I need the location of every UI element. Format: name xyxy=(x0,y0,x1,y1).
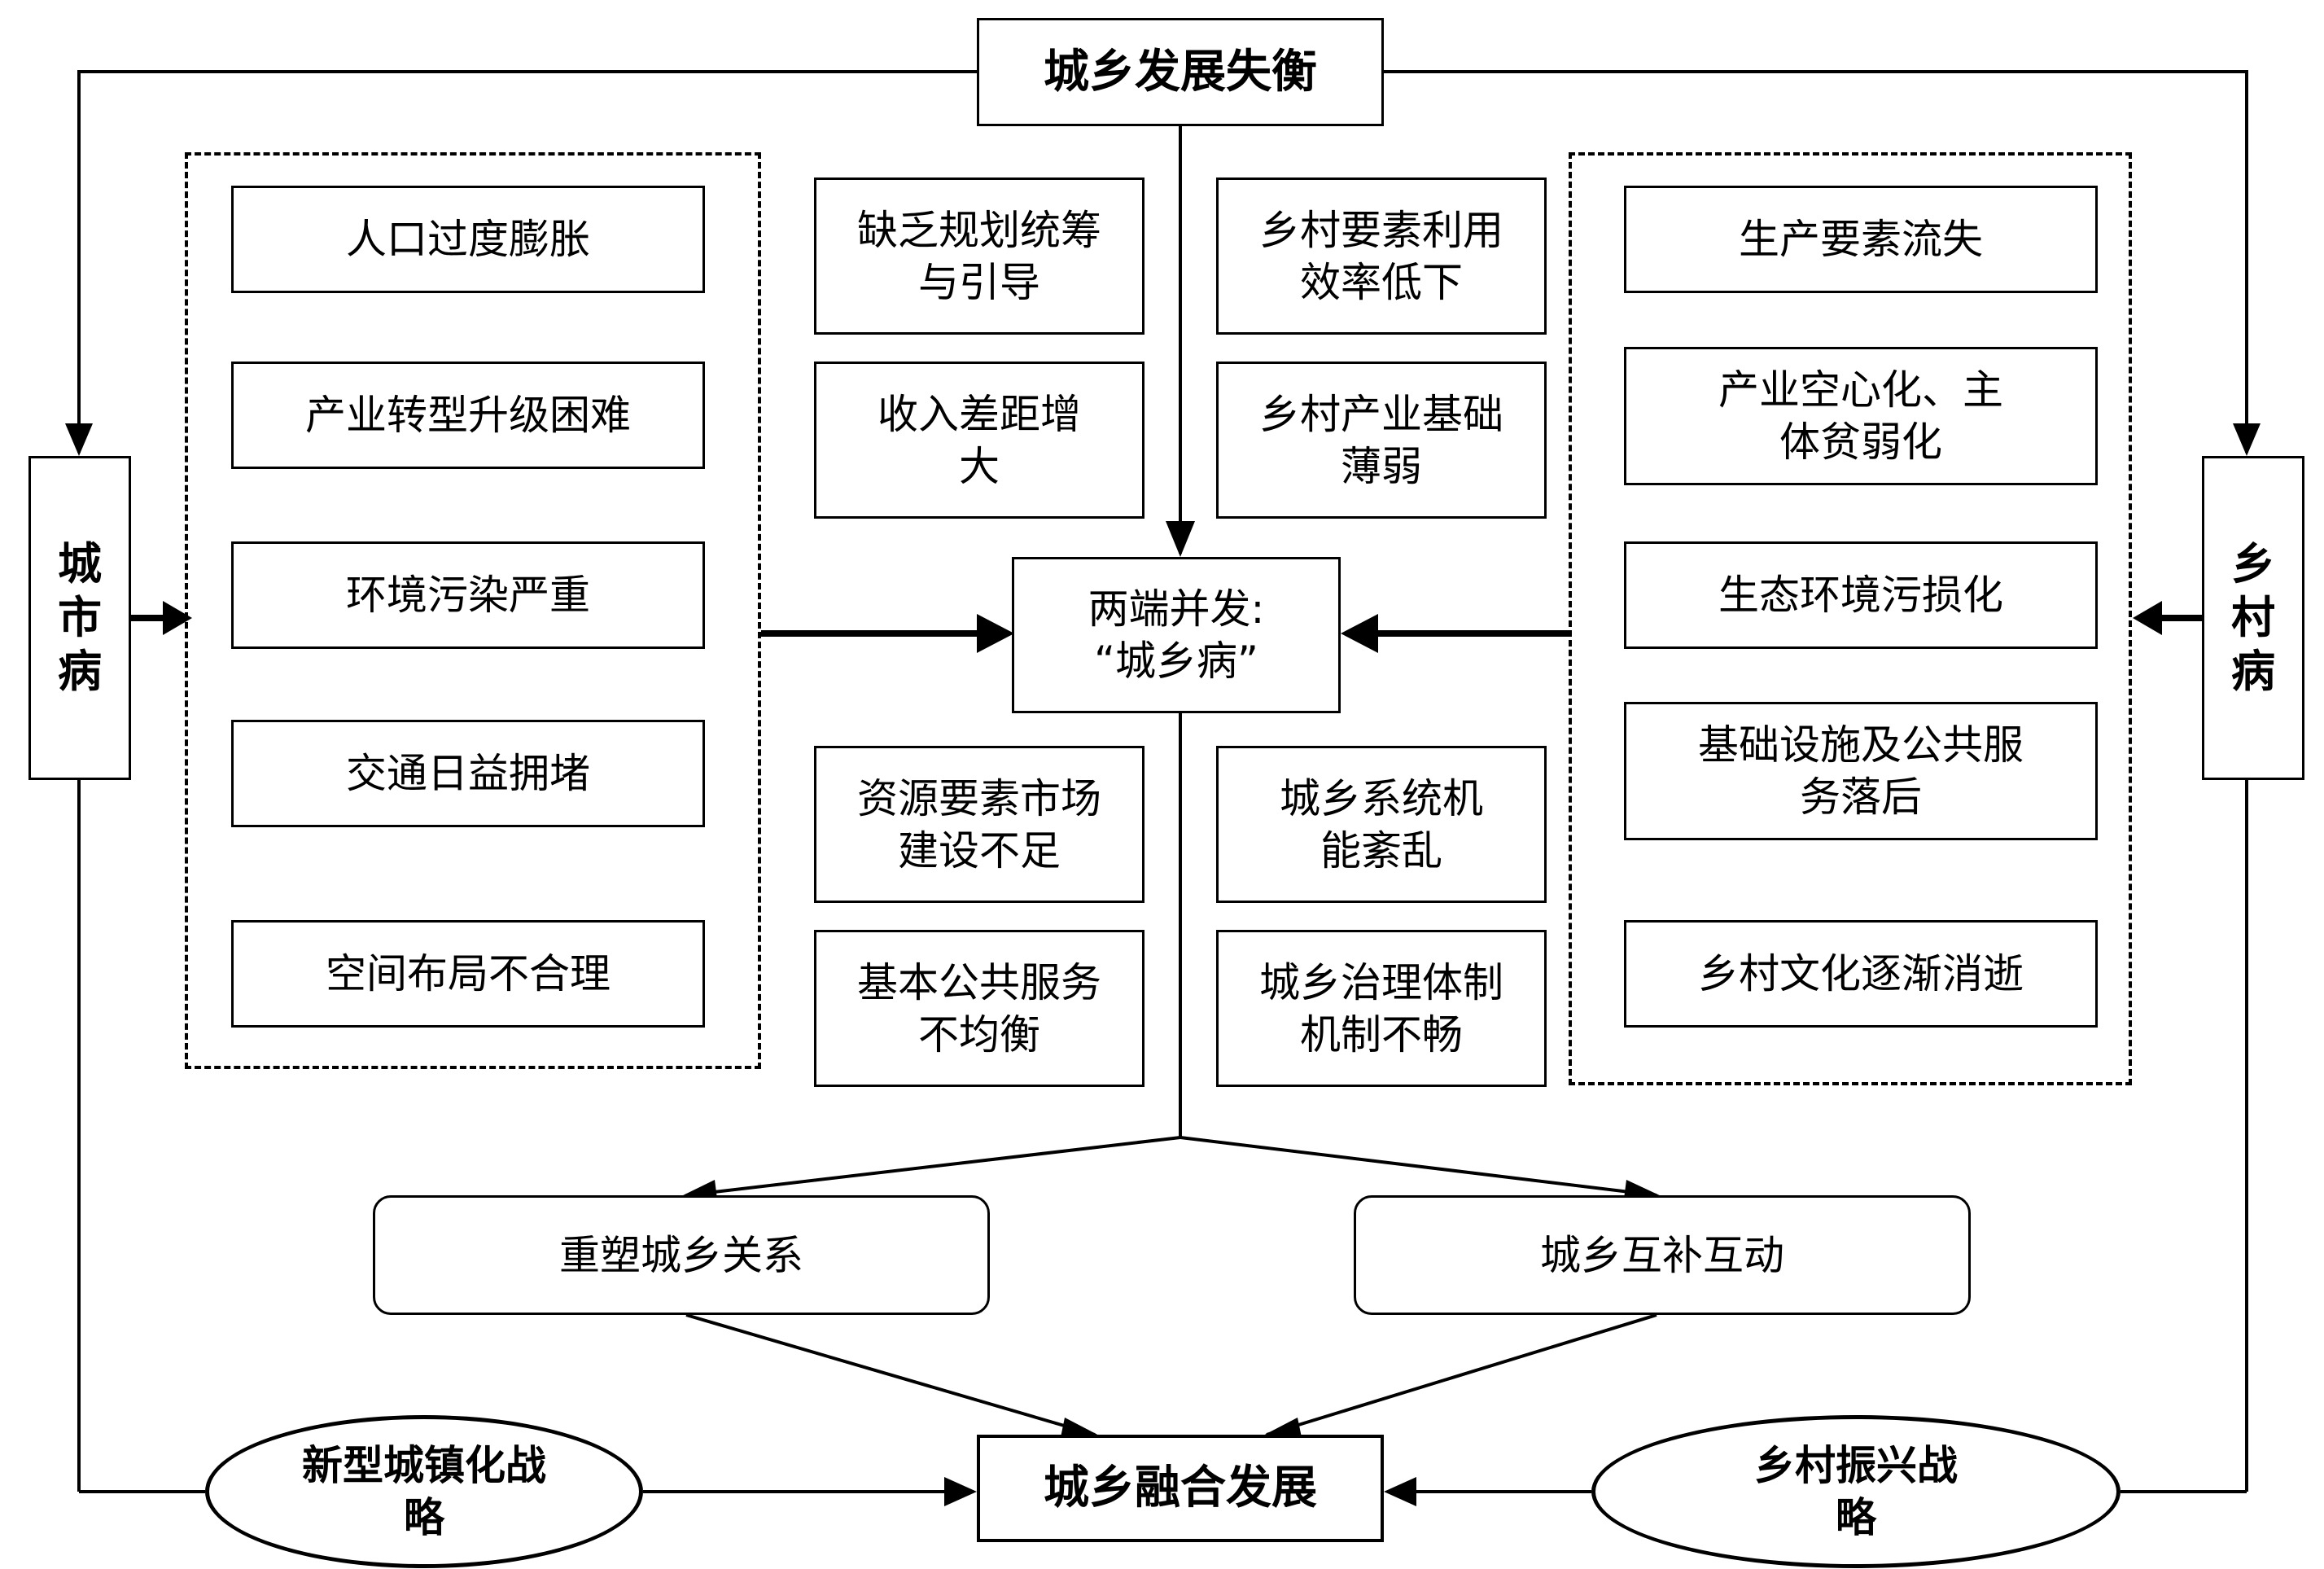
head-top-to-rural xyxy=(2233,423,2261,456)
arrow-to-reshape xyxy=(685,1136,1181,1197)
arrow-reshape-to-result xyxy=(685,1313,1096,1436)
head-rural-to-group xyxy=(2133,601,2162,635)
city-issue-item: 交通日益拥堵 xyxy=(231,720,705,827)
city-issue-item: 人口过度膨胀 xyxy=(231,186,705,293)
head-top-to-city xyxy=(65,423,93,456)
reshape-relations-box: 重塑城乡关系 xyxy=(373,1195,990,1315)
rural-issue-item: 生态环境污损化 xyxy=(1624,541,2098,649)
complement-interact-box: 城乡互补互动 xyxy=(1354,1195,1971,1315)
city-disease-label: 城 市 病 xyxy=(58,538,102,697)
center-line1: 两端并发: xyxy=(1088,585,1265,633)
center-line2: “城乡病” xyxy=(1094,638,1258,685)
cause-item: 乡村产业基础薄弱 xyxy=(1216,362,1547,519)
cause-item: 城乡系统机能紊乱 xyxy=(1216,746,1547,903)
arrow-interact-to-result xyxy=(1266,1313,1657,1436)
rural-issue-item: 乡村文化逐渐消逝 xyxy=(1624,920,2098,1028)
cause-item: 基本公共服务不均衡 xyxy=(814,930,1144,1087)
arrow-top-to-rural xyxy=(1384,70,2248,453)
city-issues-group xyxy=(185,152,761,1069)
head-top-to-center xyxy=(1166,521,1195,557)
cause-item: 资源要素市场建设不足 xyxy=(814,746,1144,903)
rural-issue-item: 产业空心化、主体贫弱化 xyxy=(1624,347,2098,485)
rural-issues-group xyxy=(1569,152,2132,1085)
integration-box: 城乡融合发展 xyxy=(977,1435,1384,1542)
cause-item: 收入差距增大 xyxy=(814,362,1144,519)
cause-item: 乡村要素利用效率低下 xyxy=(1216,177,1547,335)
rural-disease-box: 乡 村 病 xyxy=(2202,456,2304,780)
head-ruralissues-to-center xyxy=(1341,614,1378,653)
rural-issue-item: 基础设施及公共服务落后 xyxy=(1624,702,2098,840)
city-issue-item: 产业转型升级困难 xyxy=(231,362,705,469)
head-cityissues-to-center xyxy=(977,614,1014,653)
cause-item: 城乡治理体制机制不畅 xyxy=(1216,930,1547,1087)
arrow-top-to-city xyxy=(76,70,977,454)
head-city-strategy-to-result xyxy=(944,1477,977,1506)
center-box: 两端并发: “城乡病” xyxy=(1012,557,1341,713)
cause-item: 缺乏规划统筹与引导 xyxy=(814,177,1144,335)
rural-revitalization-oval: 乡村振兴战略 xyxy=(1591,1415,2120,1568)
urbanization-strategy-oval: 新型城镇化战略 xyxy=(205,1415,643,1568)
rural-disease-label: 乡 村 病 xyxy=(2231,538,2275,697)
head-city-to-group xyxy=(163,601,192,635)
city-issue-item: 环境污染严重 xyxy=(231,541,705,649)
imbalance-label: 城乡发展失衡 xyxy=(1044,45,1317,99)
imbalance-box: 城乡发展失衡 xyxy=(977,18,1384,126)
city-disease-box: 城 市 病 xyxy=(28,456,131,780)
head-rural-strategy-to-result xyxy=(1384,1477,1416,1506)
arrow-to-interact xyxy=(1180,1136,1657,1197)
city-issue-item: 空间布局不合理 xyxy=(231,920,705,1028)
rural-issue-item: 生产要素流失 xyxy=(1624,186,2098,293)
